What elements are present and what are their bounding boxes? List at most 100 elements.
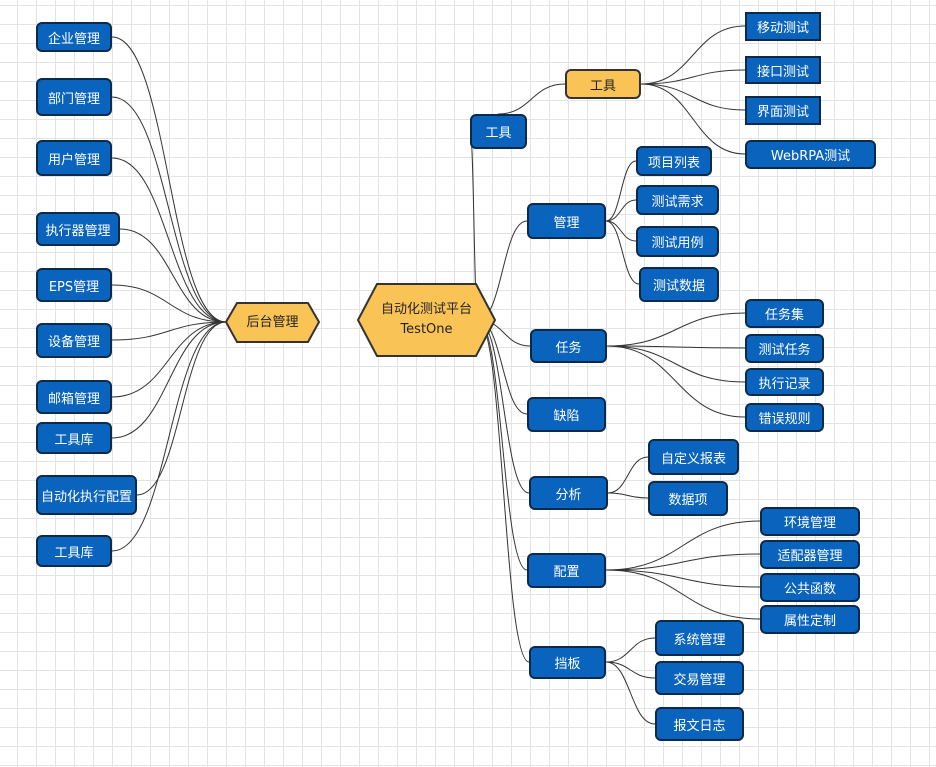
backend-hexagon-shape [225, 302, 320, 343]
backend-item-label: 邮箱管理 [47, 391, 100, 407]
branch-tools-sub[interactable]: 工具 [565, 69, 641, 99]
branch-label: 配置 [553, 565, 580, 580]
branch-analysis[interactable]: 分析 [529, 476, 608, 510]
leaf-label: 移动测试 [756, 21, 809, 36]
connector-line [640, 83, 746, 155]
task-item-error-rule[interactable]: 错误规则 [745, 403, 824, 432]
backend-item-label: 设备管理 [47, 335, 100, 350]
leaf-label: 环境管理 [783, 516, 836, 531]
branch-task[interactable]: 任务 [530, 329, 607, 363]
backend-item-toolkit[interactable]: 工具库 [36, 422, 112, 454]
branch-label: 工具 [485, 126, 512, 141]
tools-item-webrpa-test[interactable]: WebRPA测试 [745, 140, 876, 169]
connector-line [606, 345, 746, 418]
tools-item-api-test[interactable]: 接口测试 [745, 56, 821, 84]
backend-hub-label: 后台管理 [246, 314, 299, 330]
config-item-environment[interactable]: 环境管理 [760, 507, 860, 536]
branch-defect[interactable]: 缺陷 [527, 397, 606, 432]
leaf-label: 适配器管理 [777, 549, 843, 564]
task-item-test-task[interactable]: 测试任务 [745, 334, 824, 363]
task-item-task-set[interactable]: 任务集 [745, 299, 824, 328]
branch-manage[interactable]: 管理 [527, 203, 606, 239]
center-subtitle: TestOne [400, 322, 453, 337]
backend-item-device[interactable]: 设备管理 [36, 323, 112, 358]
leaf-label: WebRPA测试 [770, 149, 851, 164]
backend-item-eps[interactable]: EPS管理 [36, 268, 112, 302]
backend-item-auto-exec-config[interactable]: 自动化执行配置 [36, 475, 137, 515]
leaf-label: 系统管理 [673, 632, 726, 648]
connector-line [605, 220, 637, 242]
leaf-label: 测试数据 [652, 279, 705, 294]
manage-item-test-requirement[interactable]: 测试需求 [636, 185, 719, 215]
backend-item-executor[interactable]: 执行器管理 [36, 212, 120, 246]
leaf-label: 公共函数 [783, 582, 836, 597]
branch-config[interactable]: 配置 [527, 553, 606, 588]
leaf-label: 接口测试 [756, 64, 809, 80]
leaf-label: 测试任务 [758, 343, 811, 358]
branch-label: 分析 [555, 487, 582, 503]
config-item-public-function[interactable]: 公共函数 [760, 573, 860, 602]
connector-line [605, 569, 761, 588]
connector-line [605, 637, 656, 663]
backend-item-enterprise[interactable]: 企业管理 [36, 22, 112, 52]
connector-line [605, 661, 656, 725]
connector-line [111, 157, 227, 323]
branch-baffle[interactable]: 挡板 [529, 646, 606, 679]
backend-item-label: EPS管理 [48, 279, 100, 295]
manage-item-test-case[interactable]: 测试用例 [636, 226, 719, 257]
connector-line [111, 321, 227, 341]
branch-label: 缺陷 [553, 409, 580, 424]
branch-label: 挡板 [554, 657, 581, 672]
backend-item-mailbox[interactable]: 邮箱管理 [36, 380, 112, 414]
connector-line [111, 321, 227, 398]
connector-line [111, 96, 227, 323]
connector-line [605, 520, 761, 571]
leaf-label: 错误规则 [758, 412, 811, 427]
baffle-item-message-log[interactable]: 报文日志 [655, 707, 744, 741]
connector-line [111, 284, 227, 323]
baffle-item-system[interactable]: 系统管理 [655, 620, 744, 656]
analysis-item-data-item[interactable]: 数据项 [648, 481, 728, 516]
branch-tools[interactable]: 工具 [470, 114, 527, 149]
connector-line [640, 25, 746, 85]
backend-item-user[interactable]: 用户管理 [36, 140, 112, 176]
backend-item-label: 工具库 [54, 432, 94, 448]
connector-line [497, 83, 566, 115]
connector-line [605, 160, 637, 222]
leaf-label: 界面测试 [756, 105, 809, 120]
manage-item-test-data[interactable]: 测试数据 [639, 267, 719, 302]
leaf-label: 执行记录 [758, 376, 811, 392]
connector-line [606, 312, 746, 347]
backend-item-toolkit-2[interactable]: 工具库 [36, 535, 112, 567]
connector-line [640, 83, 746, 111]
leaf-label: 自定义报表 [660, 451, 726, 467]
task-item-exec-record[interactable]: 执行记录 [745, 368, 824, 396]
connector-line [640, 69, 746, 85]
backend-item-department[interactable]: 部门管理 [36, 78, 112, 116]
connector-line [605, 569, 761, 620]
connector-line [605, 661, 656, 679]
connector-line [606, 345, 746, 383]
leaf-label: 报文日志 [673, 718, 726, 734]
manage-item-project-list[interactable]: 项目列表 [636, 146, 712, 176]
baffle-item-transaction[interactable]: 交易管理 [655, 661, 744, 695]
connector-line [605, 220, 640, 285]
connector-line [477, 319, 528, 571]
connector-line [607, 492, 649, 499]
config-item-adapter[interactable]: 适配器管理 [760, 540, 860, 569]
backend-item-label: 工具库 [54, 545, 94, 561]
leaf-label: 测试需求 [651, 194, 704, 210]
backend-item-label: 企业管理 [47, 31, 100, 47]
leaf-label: 数据项 [668, 493, 708, 508]
leaf-label: 交易管理 [673, 672, 726, 688]
center-topic[interactable]: 自动化测试平台 TestOne [357, 283, 496, 357]
tools-item-ui-test[interactable]: 界面测试 [745, 96, 821, 125]
analysis-item-custom-report[interactable]: 自定义报表 [648, 439, 739, 475]
connector-line [605, 553, 761, 571]
connector-line [111, 36, 227, 323]
config-item-attribute[interactable]: 属性定制 [760, 605, 860, 634]
connector-line [111, 321, 227, 552]
tools-item-mobile-test[interactable]: 移动测试 [745, 12, 821, 41]
backend-hub[interactable]: 后台管理 [225, 302, 320, 343]
